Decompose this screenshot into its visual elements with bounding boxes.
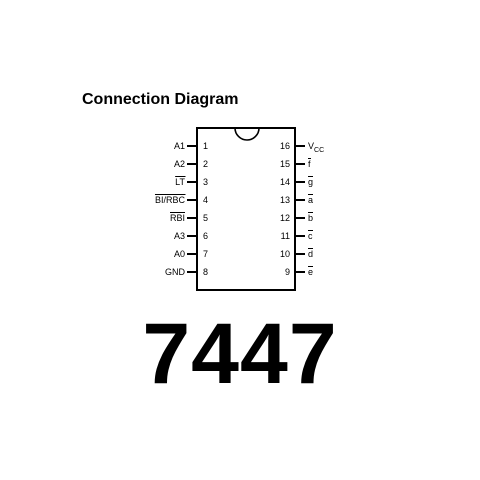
pin-number: 2: [203, 159, 208, 169]
pin-12: 12 b: [280, 212, 314, 223]
pin-13: 13 a: [280, 194, 314, 205]
pin-16: 16 VCC: [280, 141, 324, 154]
ic-body: [196, 127, 296, 291]
pin-label: f: [308, 159, 311, 169]
pin-number: 9: [285, 267, 290, 277]
pin-14: 14 g: [280, 176, 314, 187]
pin-number: 1: [203, 141, 208, 151]
pin-4: BI/RBC 4: [154, 194, 208, 205]
pin-7: A0 7: [174, 249, 208, 259]
pin-label: A3: [174, 231, 185, 241]
pin-number: 12: [280, 213, 290, 223]
pin1-notch: [234, 127, 260, 141]
pin-label: GND: [165, 267, 186, 277]
pin-label: b: [308, 213, 313, 223]
pin-15: 15 f: [280, 158, 311, 169]
pin-number: 10: [280, 249, 290, 259]
pin-number: 13: [280, 195, 290, 205]
pin-8: GND 8: [165, 267, 208, 277]
pin-number: 6: [203, 231, 208, 241]
pin-label: A2: [174, 159, 185, 169]
pin-label: A0: [174, 249, 185, 259]
pin-label: c: [308, 231, 313, 241]
pin-label: LT: [175, 177, 185, 187]
pin-number: 16: [280, 141, 290, 151]
pin-label: A1: [174, 141, 185, 151]
pin-6: A3 6: [174, 231, 208, 241]
pin-label: d: [308, 249, 313, 259]
pin-label: BI/RBC: [155, 195, 186, 205]
pin-number: 4: [203, 195, 208, 205]
pin-1: A1 1: [174, 141, 208, 151]
pin-3: LT 3: [175, 176, 208, 187]
pin-number: 5: [203, 213, 208, 223]
pin-2: A2 2: [174, 159, 208, 169]
pin-number: 8: [203, 267, 208, 277]
pin-11: 11 c: [281, 230, 313, 241]
pin-label-subscript: CC: [314, 147, 324, 154]
part-number: 7447: [142, 306, 338, 402]
pin-label: g: [308, 177, 313, 187]
pin-label: a: [308, 195, 313, 205]
pin-label: VCC: [308, 141, 324, 154]
diagram-title: Connection Diagram: [82, 91, 239, 108]
pin-number: 15: [280, 159, 290, 169]
pin-number: 7: [203, 249, 208, 259]
pin-10: 10 d: [280, 248, 314, 259]
pin-5: RBI 5: [169, 212, 208, 223]
pin-number: 11: [281, 231, 290, 241]
pin-number: 14: [280, 177, 290, 187]
pin-number: 3: [203, 177, 208, 187]
pin-label: RBI: [170, 213, 185, 223]
pin-label: e: [308, 267, 313, 277]
